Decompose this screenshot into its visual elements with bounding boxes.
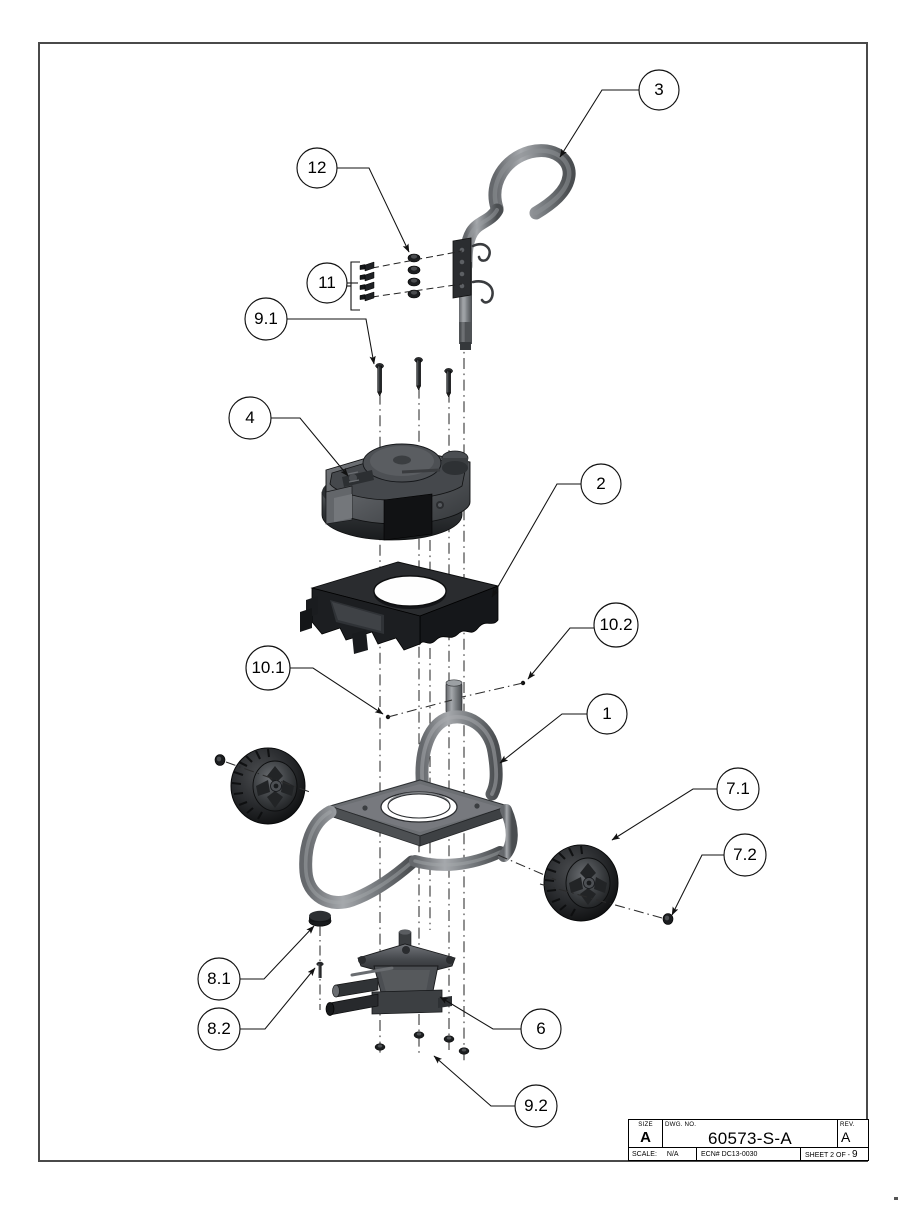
ecn-value: DC13-0030 bbox=[721, 1151, 758, 1158]
title-block-row-secondary: SCALE: N/A ECN# DC13-0030 SHEET 2 OF - 9 bbox=[629, 1148, 868, 1161]
balloon-9-2 bbox=[514, 1084, 558, 1128]
balloon-circles bbox=[197, 69, 767, 1128]
part-handle-bolts bbox=[347, 261, 375, 311]
dwg-no-label: DWG. NO. bbox=[665, 1121, 697, 1128]
title-block-sheet-cell: SHEET 2 OF - 9 bbox=[801, 1148, 868, 1161]
part-wheel-left bbox=[230, 747, 306, 825]
wheel-axle-centerlines bbox=[225, 761, 663, 919]
rev-value: A bbox=[841, 1129, 851, 1145]
part-handle-assembly bbox=[452, 144, 576, 350]
balloon-10-1 bbox=[245, 645, 291, 691]
rev-label: REV. bbox=[840, 1121, 855, 1128]
bolt-assembly-path-lines bbox=[371, 250, 463, 298]
part-handle-knob-nuts bbox=[407, 253, 421, 299]
part-cart-frame bbox=[299, 679, 518, 909]
size-label: SIZE bbox=[638, 1121, 653, 1128]
title-block-dwg-cell: DWG. NO. 60573-S-A bbox=[663, 1120, 838, 1147]
part-wheel-axle-caps bbox=[214, 754, 674, 925]
part-wheel-right bbox=[543, 844, 619, 922]
balloon-11 bbox=[306, 262, 348, 304]
part-engine bbox=[321, 443, 471, 541]
title-block-scale-cell: SCALE: N/A bbox=[629, 1148, 697, 1161]
balloon-4 bbox=[228, 396, 272, 440]
part-foot-pad bbox=[308, 910, 332, 927]
part-engine-shroud-cover bbox=[300, 561, 500, 654]
part-water-pump bbox=[325, 929, 456, 1016]
part-engine-mount-bolts bbox=[375, 357, 453, 398]
corner-registration-mark bbox=[894, 1197, 898, 1200]
balloon-1 bbox=[586, 693, 628, 735]
ecn-label: ECN# bbox=[701, 1151, 720, 1158]
title-block-size-cell: SIZE A bbox=[629, 1120, 663, 1147]
size-value: A bbox=[640, 1129, 651, 1146]
scale-label: SCALE: bbox=[632, 1151, 657, 1158]
title-block-row-primary: SIZE A DWG. NO. 60573-S-A REV. A bbox=[629, 1120, 868, 1148]
dwg-no-value: 60573-S-A bbox=[708, 1129, 792, 1147]
balloon-6 bbox=[520, 1008, 562, 1050]
title-block-ecn-cell: ECN# DC13-0030 bbox=[697, 1148, 801, 1161]
sheet-value: 9 bbox=[851, 1149, 858, 1160]
sheet-label: SHEET 2 OF - bbox=[805, 1152, 850, 1159]
balloon-10-2 bbox=[593, 602, 639, 648]
balloon-2 bbox=[580, 463, 622, 505]
balloon-leader-lines bbox=[240, 89, 724, 1107]
balloon-8-1 bbox=[197, 957, 241, 1001]
title-block: SIZE A DWG. NO. 60573-S-A REV. A SCALE: N… bbox=[628, 1119, 869, 1161]
part-pump-mount-nuts bbox=[374, 1031, 470, 1055]
scale-value: N/A bbox=[666, 1151, 679, 1158]
balloon-7-2 bbox=[723, 833, 767, 877]
title-block-rev-cell: REV. A bbox=[838, 1120, 868, 1147]
balloon-8-2 bbox=[197, 1007, 241, 1051]
balloon-7-1 bbox=[716, 767, 760, 811]
balloon-9-1 bbox=[244, 297, 288, 341]
balloon-12 bbox=[296, 147, 338, 189]
balloon-3 bbox=[638, 69, 680, 111]
